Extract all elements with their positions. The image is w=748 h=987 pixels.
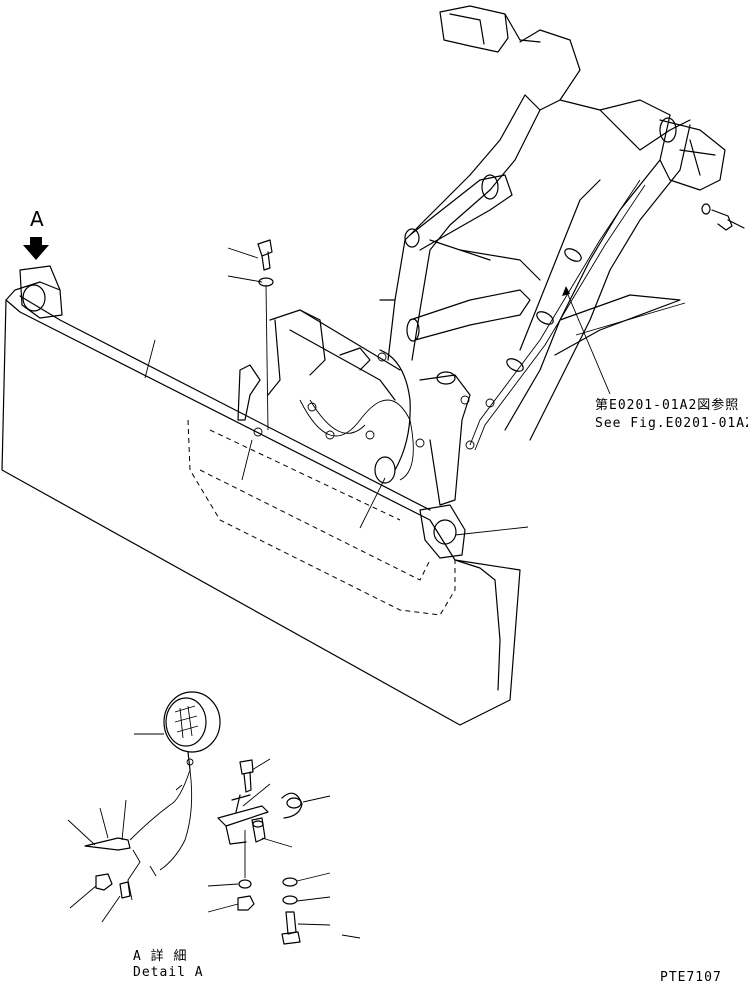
detail-leaders bbox=[67, 733, 361, 939]
drawing-code: PTE7107 bbox=[660, 970, 722, 985]
detail-title-jp: A 詳 細 bbox=[133, 948, 187, 964]
frame-assembly bbox=[379, 5, 726, 451]
detail-a-lamp bbox=[84, 691, 303, 945]
center-mount bbox=[237, 309, 495, 506]
reference-en: See Fig.E0201-01A2 bbox=[595, 416, 748, 431]
mount-bolt bbox=[257, 239, 274, 431]
hinge-bolt bbox=[701, 203, 745, 231]
reference-jp: 第E0201-01A2図参照 bbox=[595, 397, 739, 413]
detail-title-en: Detail A bbox=[133, 965, 204, 980]
blade bbox=[1, 265, 521, 726]
leader-lines bbox=[144, 247, 686, 536]
view-a-label: A bbox=[30, 207, 44, 231]
view-a-arrow bbox=[23, 237, 49, 260]
